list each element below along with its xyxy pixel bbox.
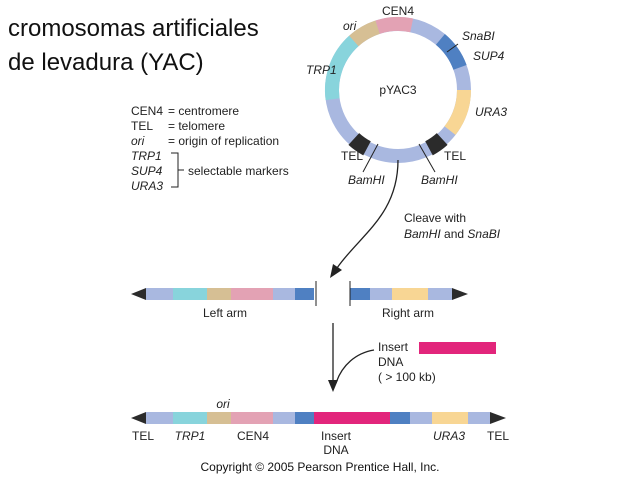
plasmid-label-snabi: SnaBI — [462, 29, 495, 43]
plasmid-label-tel-left: TEL — [341, 149, 363, 163]
ligation-arrow-head — [328, 380, 338, 392]
legend-tel-term: TEL — [131, 119, 153, 133]
insert-line2: DNA — [378, 355, 403, 369]
right-arm-label: Right arm — [382, 306, 434, 320]
final-telomere-left — [131, 412, 146, 424]
final-backbone-c — [410, 412, 432, 424]
plasmid-label-trp1: TRP1 — [306, 63, 337, 77]
plasmid-label-bamhi-right: BamHI — [421, 173, 458, 187]
step1-line1: Cleave with — [404, 211, 466, 225]
final-backbone-b — [273, 412, 295, 424]
left-arm — [131, 288, 314, 300]
final-backbone-a — [146, 412, 173, 424]
final-label-trp1: TRP1 — [175, 429, 206, 443]
step1-bamhi: BamHI — [404, 227, 441, 241]
plasmid-label-ori: ori — [343, 19, 357, 33]
right-arm-sup4 — [350, 288, 370, 300]
final-telomere-right — [490, 412, 506, 424]
legend-marker-sup4: SUP4 — [131, 164, 163, 178]
step1-and: and — [441, 227, 468, 241]
insert-line1: Insert — [378, 340, 409, 354]
final-yac — [131, 412, 506, 424]
legend-ori-term: ori — [131, 134, 145, 148]
copyright-notice: Copyright © 2005 Pearson Prentice Hall, … — [201, 460, 440, 474]
final-label-insert-line1: Insert — [321, 429, 352, 443]
left-arm-telomere — [131, 288, 146, 300]
plasmid-segment-tel-left — [348, 132, 371, 156]
final-label-insert-line2: DNA — [323, 443, 348, 457]
legend-markers-def: selectable markers — [188, 164, 289, 178]
final-ura3 — [432, 412, 468, 424]
final-label-ori: ori — [216, 397, 230, 411]
plasmid-segment-ori — [349, 20, 381, 47]
plasmid-label-tel-right: TEL — [444, 149, 466, 163]
right-arm-telomere — [452, 288, 468, 300]
insert-line3: ( > 100 kb) — [378, 370, 436, 384]
legend-marker-trp1: TRP1 — [131, 149, 162, 163]
plasmid-ring — [325, 17, 471, 163]
left-arm-cen4 — [231, 288, 273, 300]
final-label-tel-left: TEL — [132, 429, 154, 443]
right-arm-ura3 — [392, 288, 428, 300]
plasmid-label-cen4: CEN4 — [382, 4, 414, 18]
insert-dna-bar — [419, 342, 496, 354]
left-arm-backbone-b — [273, 288, 295, 300]
bamhi-right-pointer-line — [418, 143, 436, 173]
plasmid-label-bamhi-left: BamHI — [348, 173, 385, 187]
right-arm-backbone-b — [428, 288, 452, 300]
cleave-arrow-line — [336, 159, 399, 269]
step1-line2: BamHI and SnaBI — [404, 227, 501, 241]
right-arm-backbone-a — [370, 288, 392, 300]
legend-marker-ura3: URA3 — [131, 179, 163, 193]
legend-bracket — [171, 152, 184, 188]
left-arm-site — [295, 288, 314, 300]
plasmid-segment-ura3 — [444, 89, 471, 135]
final-trp1 — [173, 412, 207, 424]
plasmid-segment-tel-right — [425, 132, 448, 156]
left-arm-backbone-a — [146, 288, 173, 300]
final-label-ura3: URA3 — [433, 429, 465, 443]
final-label-cen4: CEN4 — [237, 429, 269, 443]
right-arm — [350, 288, 468, 300]
title-line-2: de levadura (YAC) — [8, 49, 204, 76]
snabi-pointer-line — [446, 43, 459, 53]
legend-cen4-term: CEN4 — [131, 104, 163, 118]
plasmid-segment-cen4 — [375, 17, 414, 34]
plasmid-segment-trp1 — [325, 35, 359, 101]
legend-tel-def: = telomere — [168, 119, 225, 133]
left-arm-label: Left arm — [203, 306, 247, 320]
final-site-right — [390, 412, 410, 424]
plasmid-segment-sup4 — [435, 34, 467, 71]
bamhi-left-pointer-line — [362, 143, 379, 173]
legend-cen4-def: = centromere — [168, 104, 239, 118]
plasmid-label-sup4: SUP4 — [473, 49, 505, 63]
plasmid-name: pYAC3 — [379, 83, 416, 97]
final-backbone-d — [468, 412, 490, 424]
final-label-tel-right: TEL — [487, 429, 509, 443]
left-arm-trp1 — [173, 288, 207, 300]
title-line-1: cromosomas artificiales — [8, 15, 259, 42]
cleave-arrow-head — [330, 264, 342, 278]
insert-join-arrow — [335, 349, 375, 384]
left-arm-ori — [207, 288, 231, 300]
final-cen4 — [231, 412, 273, 424]
final-insert — [314, 412, 390, 424]
legend-ori-def: = origin of replication — [168, 134, 279, 148]
final-ori — [207, 412, 231, 424]
plasmid-label-ura3: URA3 — [475, 105, 507, 119]
step1-snabi: SnaBI — [467, 227, 500, 241]
final-site-left — [295, 412, 314, 424]
